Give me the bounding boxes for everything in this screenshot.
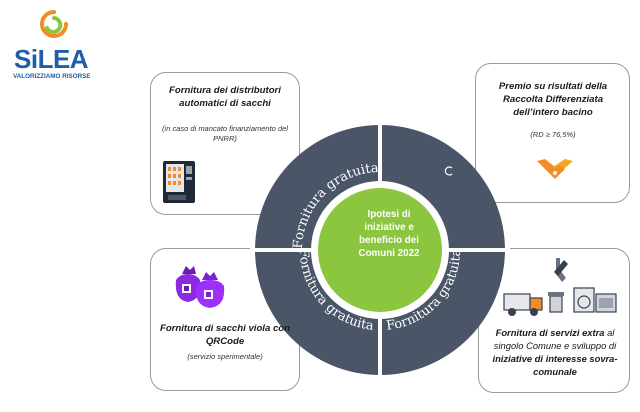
services-tools-icon xyxy=(503,258,617,316)
logo-swirl-icon xyxy=(40,10,68,38)
card-bottom-left-note: (servizio sperimentale) xyxy=(187,352,263,361)
card-bottom-right-part2: al singolo Comune e sviluppo di xyxy=(493,327,617,351)
card-bottom-left-title: Fornitura di sacchi viola con QRCode xyxy=(159,323,291,347)
card-top-right-note: (RD ≥ 76,5%) xyxy=(530,130,576,139)
center-circle xyxy=(318,188,442,312)
card-bottom-right xyxy=(478,248,630,393)
card-top-right-title: Premio su risultati della Raccolta Diffe… xyxy=(498,81,608,118)
card-bottom-right-part3: iniziative di interesse sovra-comunale xyxy=(492,353,618,377)
euro-glyph-icon xyxy=(444,166,453,176)
logo-name: SiLEA xyxy=(14,44,89,74)
purple-bags-icon xyxy=(175,266,225,308)
vending-machine-icon xyxy=(163,161,195,203)
card-top-left-title: Fornitura dei distributori automatici di… xyxy=(169,85,281,109)
card-top-left-note: (in caso di mancato finanziamento del PN… xyxy=(162,124,288,143)
handshake-icon xyxy=(537,159,573,179)
ring-diagram: Fornitura gratuita Fornitura gratuita Fo… xyxy=(250,120,510,380)
center-text: Ipotesi di iniziative e beneficio dei Co… xyxy=(358,209,420,259)
card-bottom-right-text: Fornitura di servizi extra al singolo Co… xyxy=(484,326,626,378)
card-bottom-right-part1: Fornitura di servizi extra xyxy=(495,327,605,338)
card-top-right xyxy=(475,63,630,203)
logo-tagline: VALORIZZIAMO RISORSE xyxy=(13,73,91,80)
